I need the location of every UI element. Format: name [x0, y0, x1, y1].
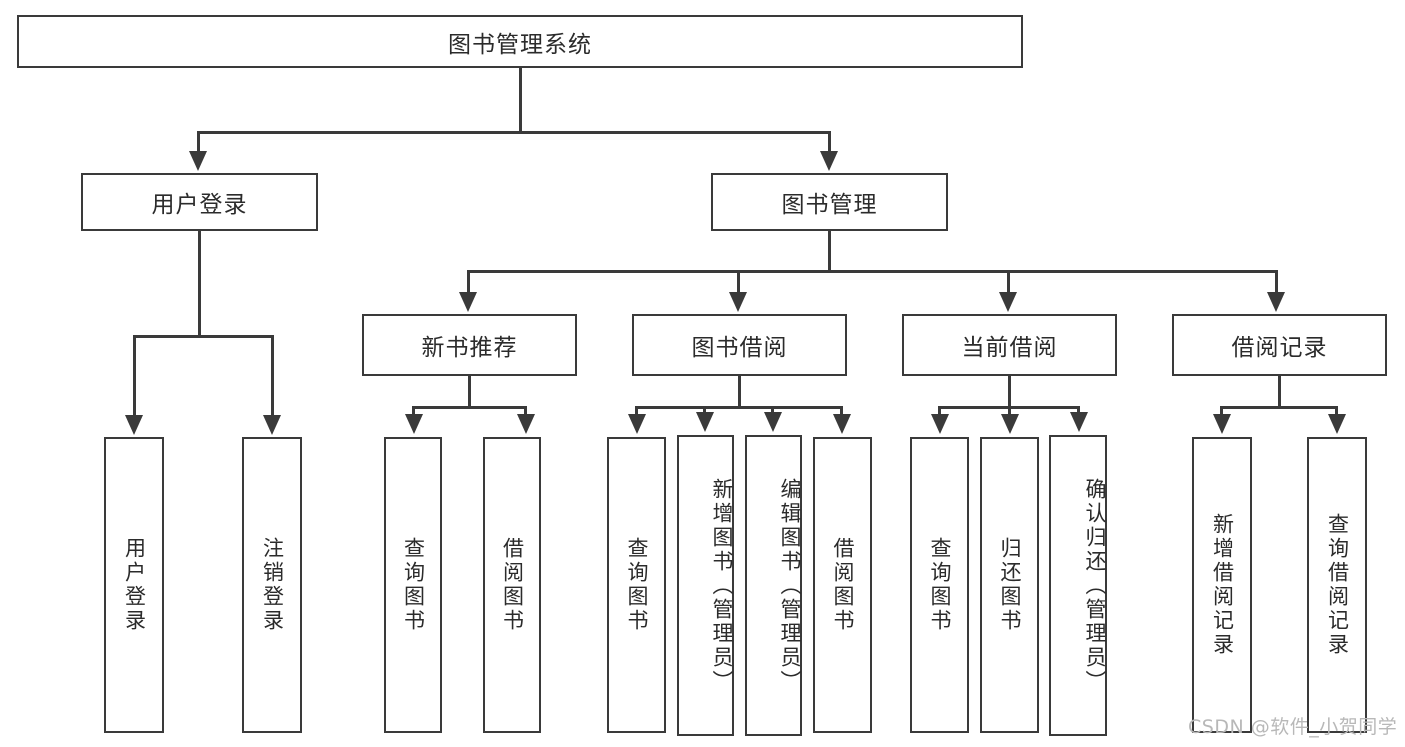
- edge-level1-drop-right: [828, 131, 831, 153]
- edge-current-borrow-stem: [1008, 376, 1011, 406]
- node-label: 归还图书: [998, 537, 1022, 633]
- node-label: 注销登录: [260, 537, 285, 633]
- node-label: 用户登录: [151, 192, 248, 218]
- arrow-borrow-record-1: [1213, 414, 1231, 434]
- arrow-level2-3: [999, 292, 1017, 312]
- edge-new-book-bus: [412, 406, 527, 409]
- leaf-query-book-recommend[interactable]: 查询图书: [384, 437, 442, 733]
- edge-new-book-stem: [468, 376, 471, 406]
- node-label: 查询图书: [625, 537, 649, 633]
- node-book-management[interactable]: 图书管理: [711, 173, 948, 231]
- arrow-book-borrow-2: [696, 412, 714, 432]
- arrow-current-borrow-3: [1070, 412, 1088, 432]
- edge-book-borrow-bus: [635, 406, 843, 409]
- arrow-book-borrow-4: [833, 414, 851, 434]
- csdn-watermark: CSDN @软件_小贺同学: [1188, 716, 1398, 738]
- arrow-new-book-2: [517, 414, 535, 434]
- arrow-user-login-2: [263, 415, 281, 435]
- arrow-level1-right: [820, 151, 838, 171]
- arrow-level2-2: [729, 292, 747, 312]
- node-new-book-recommend[interactable]: 新书推荐: [362, 314, 577, 376]
- arrow-user-login-1: [125, 415, 143, 435]
- edge-new-book-drop-1: [412, 406, 415, 418]
- edge-book-borrow-stem: [738, 376, 741, 406]
- edge-level2-drop-1: [467, 270, 470, 294]
- leaf-query-book-current[interactable]: 查询图书: [910, 437, 969, 733]
- node-current-borrow[interactable]: 当前借阅: [902, 314, 1117, 376]
- edge-current-borrow-drop-1: [938, 406, 941, 418]
- edge-borrow-record-drop-2: [1335, 406, 1338, 418]
- node-label: 确认归还（管理员）: [1083, 477, 1107, 694]
- arrow-level1-left: [189, 151, 207, 171]
- edge-level2-bus: [467, 270, 1278, 273]
- node-user-login[interactable]: 用户登录: [81, 173, 318, 231]
- node-label: 新增借阅记录: [1210, 513, 1235, 657]
- edge-user-login-stem: [198, 231, 201, 335]
- node-root-book-management-system[interactable]: 图书管理系统: [17, 15, 1023, 68]
- arrow-level2-1: [459, 292, 477, 312]
- edge-new-book-drop-2: [524, 406, 527, 418]
- leaf-return-book[interactable]: 归还图书: [980, 437, 1039, 733]
- node-label: 用户登录: [122, 537, 147, 633]
- edge-level1-drop-left: [197, 131, 200, 153]
- node-label: 查询借阅记录: [1325, 513, 1350, 657]
- node-book-borrow[interactable]: 图书借阅: [632, 314, 847, 376]
- leaf-edit-book-admin[interactable]: 编辑图书（管理员）: [745, 435, 802, 736]
- node-label: 新书推荐: [421, 335, 518, 361]
- node-label: 新增图书（管理员）: [710, 477, 734, 694]
- node-borrow-record[interactable]: 借阅记录: [1172, 314, 1387, 376]
- node-label: 查询图书: [928, 537, 952, 633]
- leaf-confirm-return-admin[interactable]: 确认归还（管理员）: [1049, 435, 1107, 736]
- leaf-borrow-book-recommend[interactable]: 借阅图书: [483, 437, 541, 733]
- arrow-level2-4: [1267, 292, 1285, 312]
- edge-borrow-record-bus: [1220, 406, 1338, 409]
- node-label: 图书管理: [781, 192, 878, 218]
- edge-borrow-record-stem: [1278, 376, 1281, 406]
- arrow-current-borrow-1: [931, 414, 949, 434]
- edge-root-stem: [519, 68, 522, 131]
- edge-book-borrow-drop-1: [635, 406, 638, 418]
- edge-book-management-stem: [828, 231, 831, 270]
- leaf-query-borrow-record[interactable]: 查询借阅记录: [1307, 437, 1367, 733]
- leaf-query-book-borrow[interactable]: 查询图书: [607, 437, 666, 733]
- node-label: 借阅记录: [1231, 335, 1328, 361]
- edge-borrow-record-drop-1: [1220, 406, 1223, 418]
- arrow-borrow-record-2: [1328, 414, 1346, 434]
- edge-level2-drop-4: [1275, 270, 1278, 294]
- edge-user-login-drop-1: [133, 335, 136, 417]
- node-label: 图书借阅: [691, 335, 788, 361]
- leaf-logout[interactable]: 注销登录: [242, 437, 302, 733]
- node-label: 借阅图书: [500, 537, 525, 633]
- edge-level2-drop-2: [737, 270, 740, 294]
- edge-current-borrow-drop-2: [1008, 406, 1011, 418]
- node-label: 编辑图书（管理员）: [778, 477, 802, 694]
- arrow-book-borrow-1: [628, 414, 646, 434]
- leaf-borrow-book[interactable]: 借阅图书: [813, 437, 872, 733]
- arrow-current-borrow-2: [1001, 414, 1019, 434]
- leaf-user-login[interactable]: 用户登录: [104, 437, 164, 733]
- node-label: 借阅图书: [831, 537, 855, 633]
- node-label: 查询图书: [401, 537, 426, 633]
- leaf-add-book-admin[interactable]: 新增图书（管理员）: [677, 435, 734, 736]
- node-label: 图书管理系统: [448, 31, 592, 58]
- arrow-new-book-1: [405, 414, 423, 434]
- edge-level1-bus: [197, 131, 831, 134]
- node-label: 当前借阅: [961, 335, 1058, 361]
- arrow-book-borrow-3: [764, 412, 782, 432]
- edge-level2-drop-3: [1007, 270, 1010, 294]
- edge-user-login-bus: [133, 335, 274, 338]
- leaf-add-borrow-record[interactable]: 新增借阅记录: [1192, 437, 1252, 733]
- edge-book-borrow-drop-4: [840, 406, 843, 418]
- edge-user-login-drop-2: [271, 335, 274, 417]
